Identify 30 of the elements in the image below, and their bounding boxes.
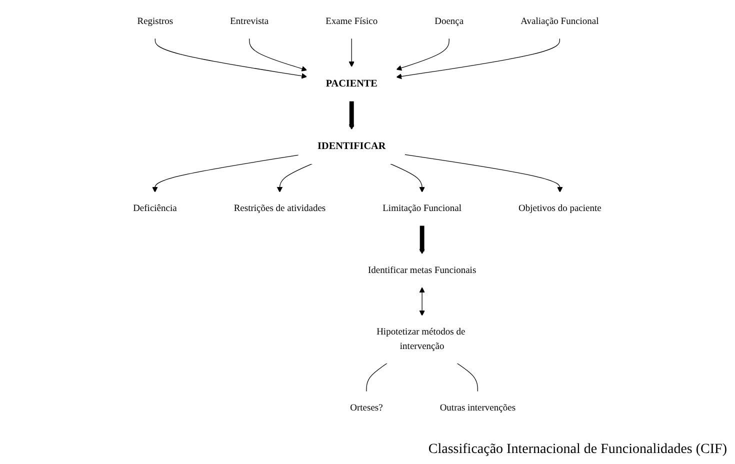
arrow <box>404 154 563 192</box>
node-text: Deficiência <box>133 204 178 214</box>
node-text: Doença <box>434 16 464 27</box>
node-text: IDENTIFICAR <box>318 140 386 152</box>
node-text: PACIENTE <box>326 78 378 89</box>
node-text: Identificar metas Funcionais <box>368 265 476 276</box>
node-text: Limitação Funcional <box>382 204 462 214</box>
node-text: Registros <box>138 16 174 27</box>
node-text: Outras intervenções <box>440 403 516 414</box>
node-text: Entrevista <box>230 16 269 27</box>
arrow <box>349 101 355 130</box>
node-text: Avaliação Funcional <box>520 16 600 27</box>
arrow <box>396 38 560 80</box>
arrow <box>349 38 355 68</box>
caption: Classificação Internacional de Funcionalidades (CIF) <box>428 442 727 458</box>
node-text: Restrições de atividades <box>234 204 326 214</box>
node-text: Hipotetizar métodos de intervenção <box>376 327 466 352</box>
connector <box>456 362 478 392</box>
arrow <box>396 38 450 71</box>
arrow <box>152 154 300 192</box>
arrow <box>420 225 426 254</box>
arrow <box>420 287 426 316</box>
node-text: Exame Físico <box>326 16 378 27</box>
arrow <box>277 163 314 192</box>
arrow <box>155 38 308 79</box>
arrow <box>249 38 308 72</box>
connector <box>366 362 388 392</box>
node-text: Orteses? <box>350 403 384 414</box>
arrow <box>390 163 426 192</box>
node-text: Objetivos do paciente <box>518 204 602 214</box>
